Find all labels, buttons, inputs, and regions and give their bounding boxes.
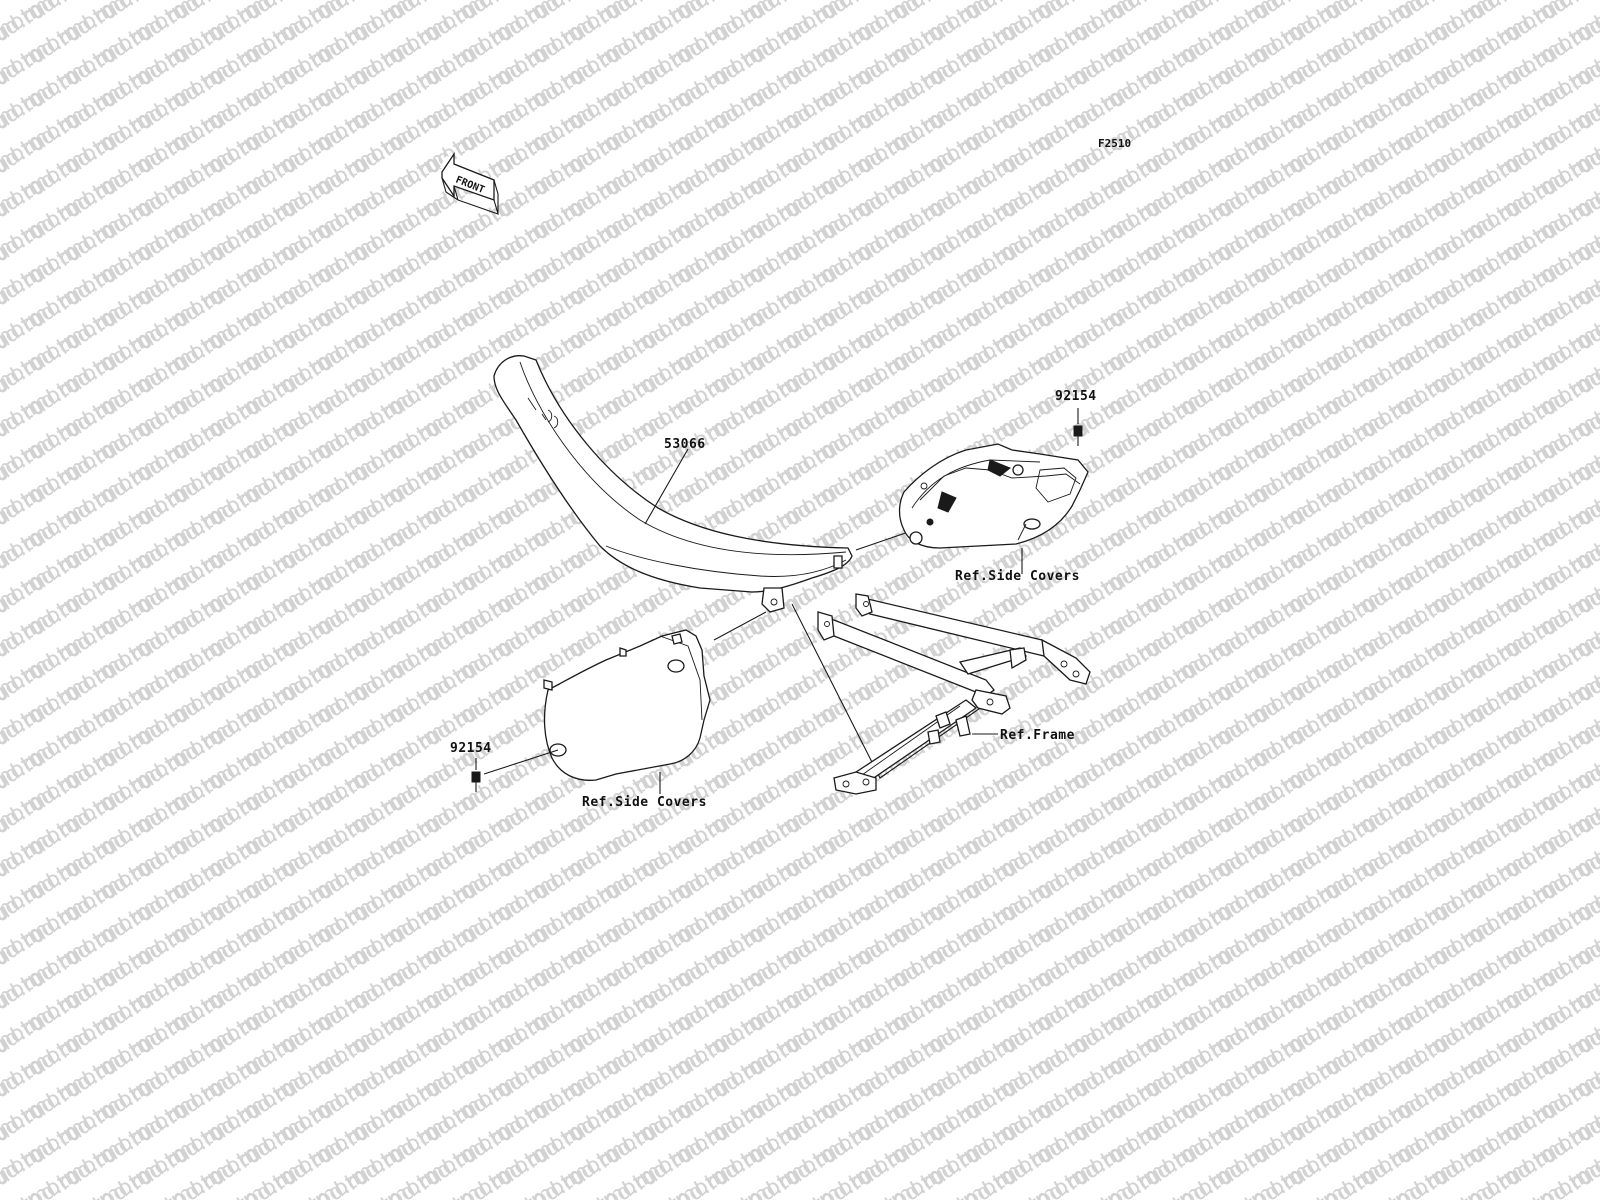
seat-to-frame-line bbox=[791, 603, 987, 779]
frame-part[interactable] bbox=[817, 593, 1091, 795]
right-bolt-part-number[interactable]: 92154 bbox=[1055, 389, 1097, 404]
seat-to-left-cover-line bbox=[713, 611, 767, 641]
right-side-cover-part[interactable] bbox=[898, 443, 1089, 549]
diagram-code: F2510 bbox=[1098, 137, 1131, 150]
right-bolt-part[interactable] bbox=[1073, 425, 1083, 446]
left-side-cover-reference[interactable]: Ref.Side Covers bbox=[582, 795, 707, 810]
right-side-cover-reference[interactable]: Ref.Side Covers bbox=[955, 569, 1080, 584]
front-arrow-icon: FRONT bbox=[440, 151, 499, 215]
left-bolt-part-number[interactable]: 92154 bbox=[450, 741, 492, 756]
seat-leader-line bbox=[644, 448, 689, 525]
frame-reference[interactable]: Ref.Frame bbox=[1000, 728, 1075, 743]
seat-part[interactable] bbox=[493, 355, 853, 613]
left-side-cover-part[interactable] bbox=[543, 629, 711, 781]
left-bolt-leader-line-cover bbox=[483, 749, 559, 775]
seat-part-number[interactable]: 53066 bbox=[664, 437, 706, 452]
left-bolt-part[interactable] bbox=[471, 771, 481, 792]
